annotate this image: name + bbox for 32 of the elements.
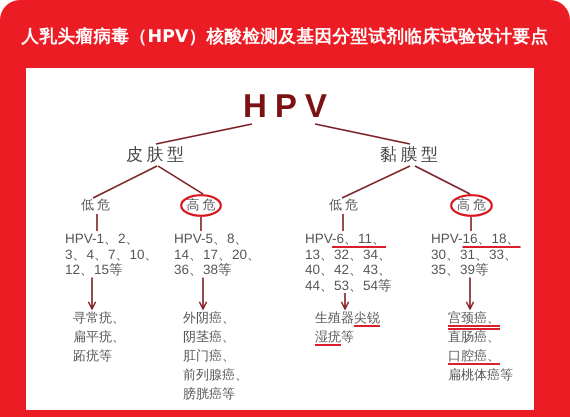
circled-risk-node [180,194,222,217]
connector-line [96,214,98,231]
connector-line [342,214,344,231]
category-label: 皮肤型 [126,144,188,166]
genotype-list: HPV-1、2、3、4、7、10、12、15等 [65,231,159,278]
risk-level-label: 低危 [329,198,361,214]
tree-root-label: HPV [243,88,335,124]
disease-list: 外阴癌、阴茎癌、肛门癌、前列腺癌、膀胱癌等 [183,309,248,404]
connector-line [314,123,410,145]
risk-level-label: 高危 [186,198,218,214]
disease-list: 生殖器尖锐湿疣等 [315,309,380,347]
connector-line [200,217,202,231]
arrow [88,278,96,310]
connector-line [414,165,470,195]
arrow [198,278,208,310]
connector-line [158,165,204,195]
genotype-list: HPV-16、18、30、31、33、35、39等 [431,231,521,278]
genotype-list: HPV-6、11、13、32、34、40、42、43、44、53、54等 [305,231,392,293]
genotype-list: HPV-5、8、14、17、20、36、38等 [174,231,262,278]
connector-line [342,165,410,199]
connector-line [470,217,472,231]
arrow [466,278,474,310]
category-label: 黏膜型 [380,144,442,166]
disease-list: 宫颈癌、直肠癌、口腔癌、扁桃体癌等 [448,309,513,385]
risk-level-label: 低危 [81,198,113,214]
arrow [340,293,350,310]
connector-line [92,165,158,199]
connector-line [156,123,252,145]
disease-list: 寻常疣、扁平疣、跖疣等 [73,309,125,366]
page-title: 人乳头瘤病毒（HPV）核酸检测及基因分型试剂临床试验设计要点 [22,26,548,48]
circled-risk-node [450,194,493,217]
risk-level-label: 高危 [456,198,489,214]
